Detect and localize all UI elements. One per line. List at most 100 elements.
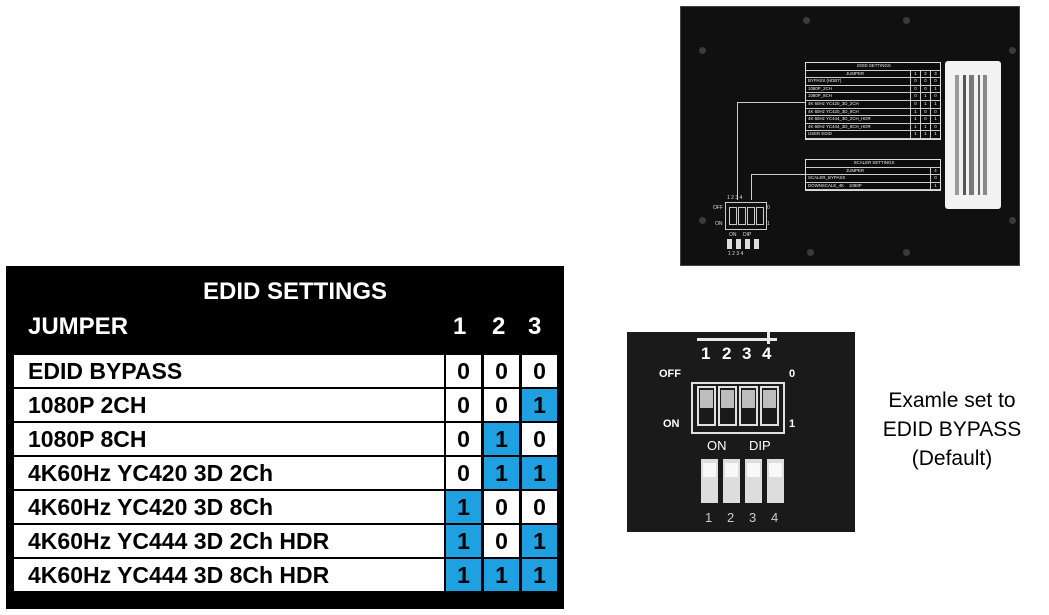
- mini-edid-value: 1: [910, 123, 920, 131]
- mini-edid-value: 1: [910, 131, 920, 138]
- caption-line-3: (Default): [911, 447, 993, 470]
- dip-switch-2[interactable]: [718, 386, 737, 426]
- switch-number-3: 3: [742, 344, 752, 363]
- mini-edid-label: 1080P_2CH: [808, 85, 832, 91]
- example-caption: Examle set to EDID BYPASS (Default): [866, 386, 1038, 473]
- mini-edid-value: 0: [920, 108, 930, 116]
- mini-edid-label: 4K 60Hz YC420_3D_2CH: [808, 100, 859, 106]
- screw: [803, 17, 810, 24]
- jumper-cell-2: 1: [484, 423, 519, 455]
- mini-edid-col: 2: [920, 70, 930, 78]
- mini-edid-label: 1080P_8CH: [808, 93, 832, 99]
- mini-scaler-col: 4: [930, 167, 940, 175]
- dip-switch-4[interactable]: [760, 386, 779, 426]
- row-label: 4K60Hz YC420 3D 8Ch: [14, 491, 444, 523]
- jumper-cell-1: 1: [446, 525, 481, 557]
- dip-key-4: [767, 459, 784, 503]
- mini-dip-switch: [725, 202, 767, 230]
- right-top-label: 0: [789, 368, 796, 380]
- mini-edid-value: 0: [910, 93, 920, 100]
- mini-edid-value: 1: [920, 93, 930, 100]
- jumper-cell-3: 0: [522, 355, 557, 387]
- row-label: 1080P 8CH: [14, 423, 444, 455]
- mini-scaler-header: JUMPER: [846, 167, 865, 173]
- mini-edid-value: 0: [920, 78, 930, 85]
- jumper-cell-2: 1: [484, 457, 519, 489]
- barcode-icon: [955, 75, 987, 195]
- switch-number-4: 4: [762, 344, 772, 363]
- switch-housing: [691, 382, 785, 434]
- connector-line: [737, 102, 805, 103]
- right-bottom-label: 1: [789, 418, 796, 430]
- key-number-1: 1: [705, 510, 713, 525]
- jumper-cell-1: 0: [446, 457, 481, 489]
- mini-edid-value: 0: [930, 78, 940, 85]
- mini-edid-value: 0: [930, 108, 940, 116]
- mini-scaler-label: SCALER_BYPASS: [808, 175, 846, 181]
- mini-scaler-label: DOWNSCALE_4K 1080P: [808, 182, 862, 188]
- mini-edid-value: 1: [930, 116, 940, 123]
- mini-edid-value: 1: [910, 108, 920, 116]
- screw: [903, 249, 910, 256]
- jumper-cell-1: 0: [446, 389, 481, 421]
- mini-edid-value: 1: [930, 131, 940, 138]
- mini-edid-value: 1: [920, 100, 930, 108]
- jumper-cell-3: 1: [522, 559, 557, 591]
- mini-switch-numbers: 1 2 3 4: [727, 195, 743, 201]
- dip-switch-1[interactable]: [697, 386, 716, 426]
- jumper-cell-2: 0: [484, 389, 519, 421]
- on-text: ON: [707, 438, 727, 453]
- mini-edid-value: 1: [930, 100, 940, 108]
- mini-edid-label: 4K 60Hz YC420_3D_8CH: [808, 108, 859, 114]
- key-number-2: 2: [727, 510, 735, 525]
- jumper-cell-2: 0: [484, 355, 519, 387]
- dip-switch-3[interactable]: [739, 386, 758, 426]
- jumper-cell-3: 1: [522, 389, 557, 421]
- mini-edid-value: 0: [910, 100, 920, 108]
- column-header-1: 1: [453, 313, 467, 340]
- mini-edid-label: 4K 60Hz YC444_3D_8CH_HDR: [808, 123, 871, 129]
- mini-pins: [727, 239, 761, 249]
- screw: [699, 47, 706, 54]
- connector-line: [737, 102, 738, 200]
- caption-line-2: EDID BYPASS: [882, 418, 1022, 441]
- screw: [699, 217, 706, 224]
- jumper-header: JUMPER: [28, 313, 129, 340]
- mini-edid-title: EDID SETTINGS: [806, 63, 940, 71]
- mini-edid-col: 3: [930, 70, 940, 78]
- row-label: EDID BYPASS: [14, 355, 444, 387]
- jumper-cell-2: 0: [484, 491, 519, 523]
- column-header-3: 3: [528, 313, 542, 340]
- mini-edid-value: 1: [910, 116, 920, 123]
- off-label: OFF: [659, 368, 681, 380]
- jumper-cell-1: 0: [446, 423, 481, 455]
- dip-switch-photo: 1 2 3 4 OFF ON 0 1 ON DIP 1 2 3 4: [627, 332, 855, 532]
- row-label: 1080P 2CH: [14, 389, 444, 421]
- column-header-2: 2: [492, 313, 506, 340]
- row-label: 4K60Hz YC420 3D 2Ch: [14, 457, 444, 489]
- mini-edid-label: USER EDID: [808, 131, 832, 137]
- mini-right-top: 0: [767, 205, 770, 211]
- switch-number-2: 2: [722, 344, 732, 363]
- mini-edid-value: 1: [930, 85, 940, 93]
- jumper-cell-2: 1: [484, 559, 519, 591]
- caption-line-1: Examle set to: [888, 389, 1016, 412]
